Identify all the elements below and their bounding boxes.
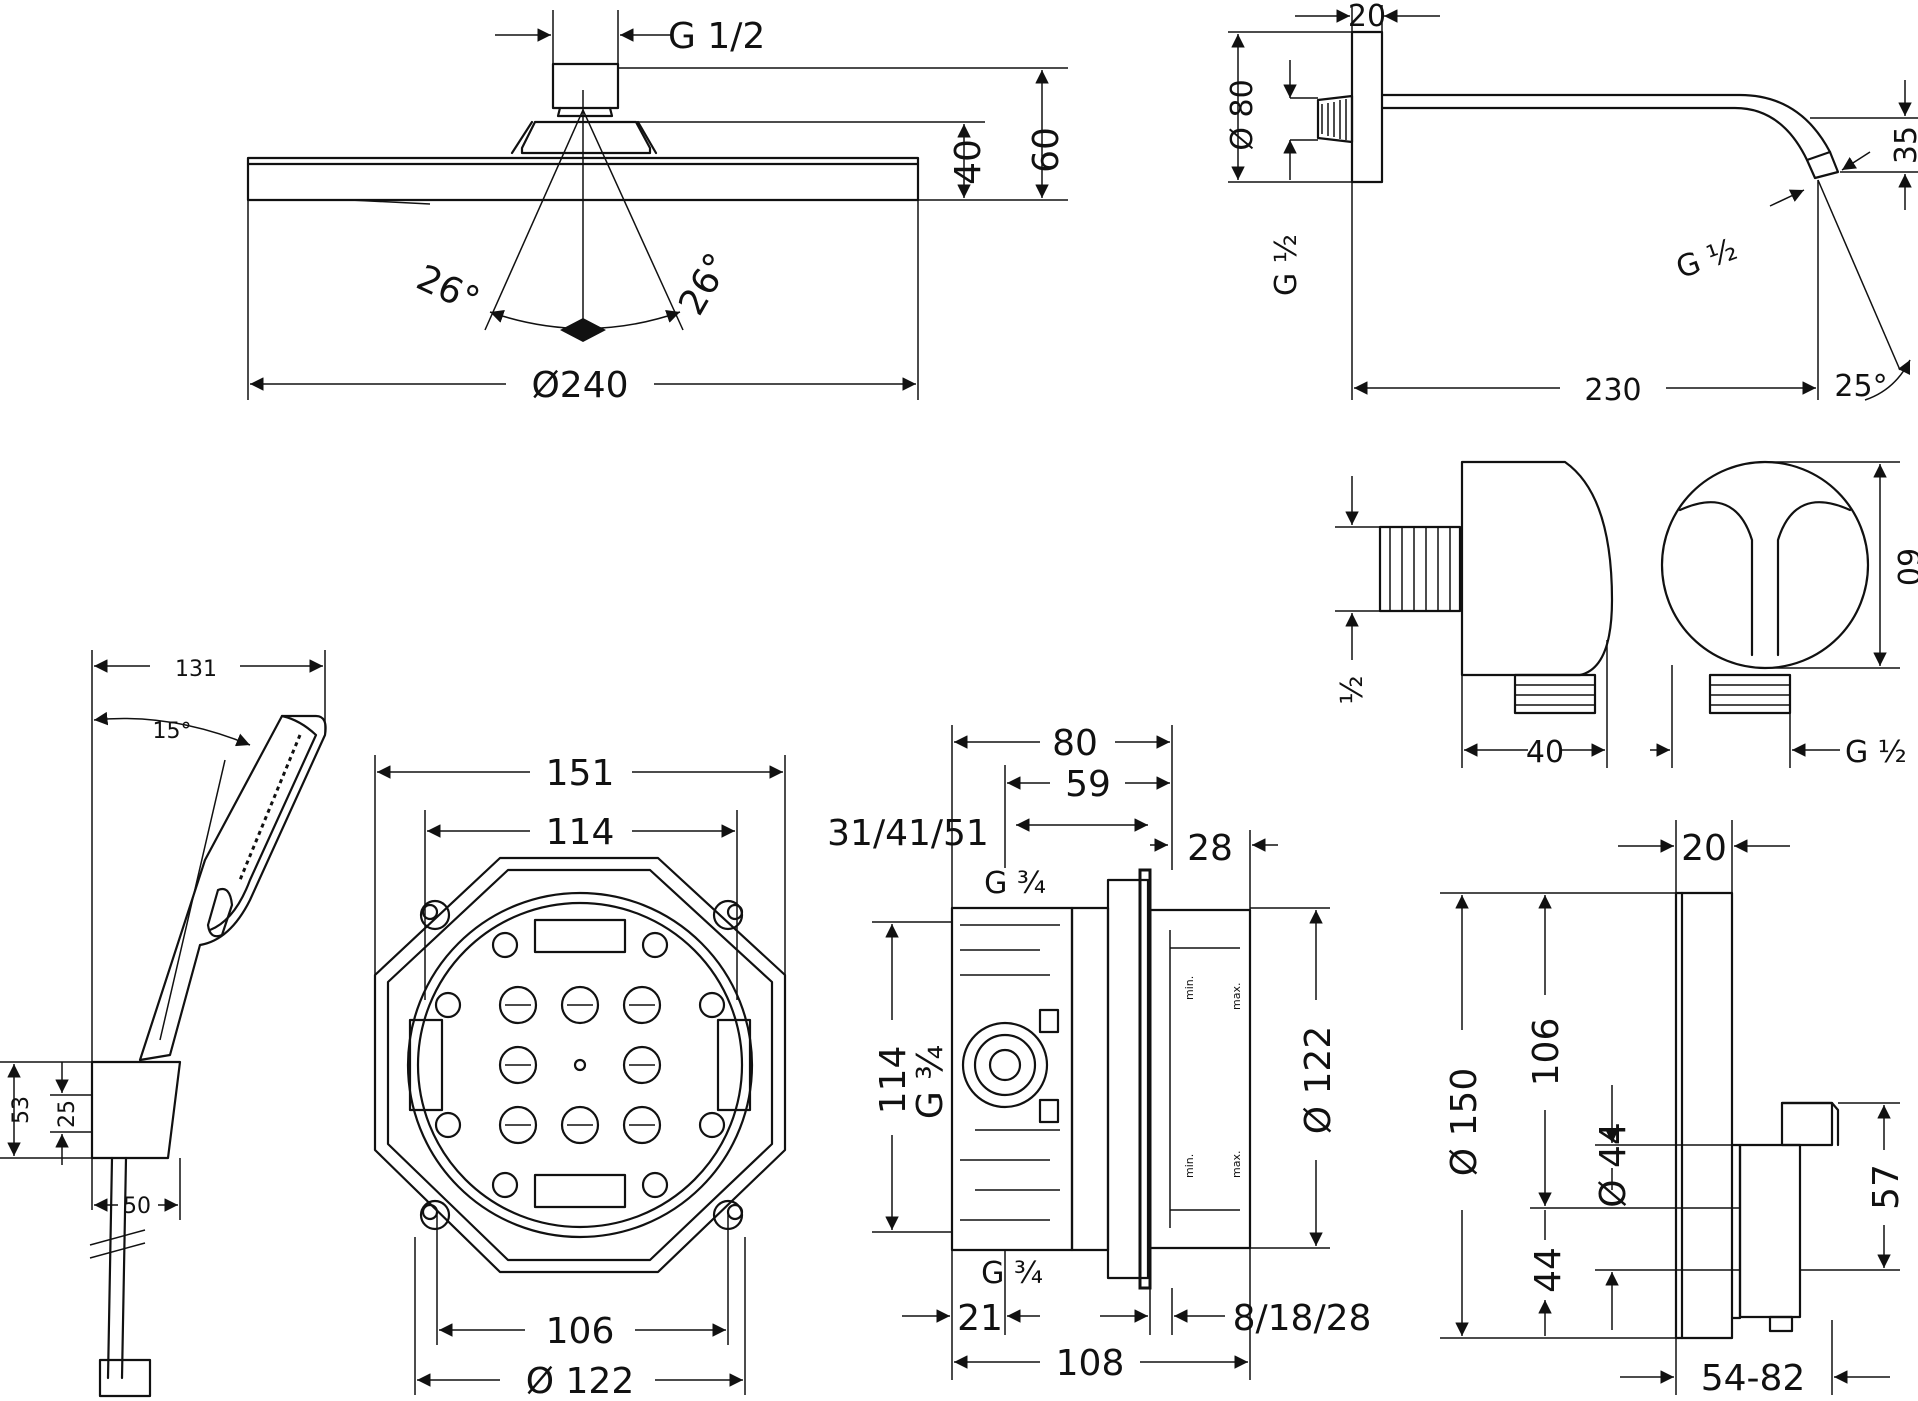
- hand-shower-hose: [106, 1156, 128, 1380]
- overhead-angle-left-label: 26°: [410, 258, 485, 322]
- arm-inlet-thread: [1316, 94, 1354, 144]
- basic-set-side-view: min. max. min. max. G ¾ G ¾ G ¾ 80 59 31…: [827, 723, 1371, 1384]
- hand-shower-angle-label: 15°: [153, 719, 192, 744]
- outlet-body-side: [1460, 460, 1614, 677]
- hand-shower-holder-height-label: 53: [9, 1096, 34, 1124]
- basic-front-bottom-diameter-label: Ø 122: [526, 1361, 635, 1401]
- basic-side-min-bottom: min.: [1183, 1154, 1196, 1178]
- hand-shower-holder-inner-label: 25: [55, 1100, 80, 1128]
- overhead-height-total-label: 60: [1026, 127, 1067, 173]
- arm-flange: [1350, 30, 1384, 184]
- outlet-height-label: 60: [1890, 548, 1918, 586]
- basic-side-port: [961, 1021, 1049, 1109]
- thermostat-upper-label: 106: [1526, 1018, 1567, 1087]
- basic-set-octagon: [373, 856, 787, 1274]
- hose-nut: [98, 1358, 152, 1398]
- thermostat-knob-base: [1730, 1143, 1742, 1320]
- outlet-front-thread: [1708, 673, 1792, 715]
- basic-side-diameter-label: Ø 122: [1298, 1026, 1339, 1135]
- thermostat-knob-offset-label: 44: [1528, 1247, 1569, 1293]
- outlet-inlet-thread-label: ½: [1335, 675, 1370, 704]
- arm-inlet-thread-label: G ½: [1269, 234, 1304, 296]
- arm-flange-diameter-label: Ø 80: [1225, 79, 1260, 150]
- basic-side-plate-label: 28: [1187, 828, 1233, 869]
- outlet-depth-label: 40: [1526, 735, 1564, 770]
- basic-side-width-label: 80: [1052, 723, 1098, 764]
- basic-set-ring: [406, 891, 754, 1239]
- basic-side-thread-top: G ¾: [984, 866, 1046, 901]
- basic-front-bottom-width-label: 106: [546, 1311, 615, 1352]
- arm-outlet-thread-label: G ½: [1672, 232, 1742, 286]
- thermostat-knob-diameter-label: Ø 44: [1593, 1122, 1634, 1208]
- outlet-front-thread-label: G ½: [1845, 735, 1907, 770]
- thermostat-view: 20 Ø 150 106 44 Ø 44 57 54-82: [1440, 820, 1907, 1399]
- arm-angle-label: 25°: [1834, 369, 1887, 404]
- arm-tube: [1380, 93, 1832, 162]
- overhead-thread-label: G 1/2: [668, 16, 765, 57]
- thermostat-knob: [1738, 1143, 1802, 1319]
- overhead-angle-right-label: 26°: [671, 246, 738, 322]
- hand-shower-holder-width-label: 50: [123, 1194, 151, 1219]
- thermostat-projection-label: 54-82: [1701, 1358, 1806, 1399]
- basic-side-inner-label: 59: [1065, 764, 1111, 805]
- basic-side-max-top: max.: [1230, 983, 1243, 1010]
- shower-arm-view: 20 Ø 80 G ½ 230 35 G ½ 25°: [1225, 0, 1918, 408]
- overhead-height-body-label: 40: [948, 139, 989, 185]
- basic-side-adjust-label: 31/41/51: [827, 813, 989, 854]
- basic-set-front-view: 151 114 106 Ø 122: [373, 753, 787, 1401]
- basic-side-thread-bottom: G ¾: [981, 1256, 1043, 1291]
- hand-shower-view: 131 15° 53 25 50: [0, 650, 327, 1398]
- thermostat-plate: [1674, 891, 1734, 1340]
- hand-shower-holder: [90, 1060, 182, 1160]
- thermostat-knob-height-label: 57: [1866, 1164, 1907, 1210]
- basic-side-depth-left-label: 21: [957, 1298, 1003, 1339]
- outlet-body-front: [1660, 460, 1870, 670]
- arm-outlet: [1805, 150, 1840, 180]
- shower-connector: [551, 62, 620, 110]
- basic-side-cover: [1148, 908, 1252, 1250]
- arm-length-label: 230: [1584, 373, 1641, 408]
- arm-flange-depth-label: 20: [1348, 0, 1386, 34]
- hand-shower-length-label: 131: [175, 657, 217, 682]
- shower-neck: [520, 120, 652, 155]
- basic-side-thread-mid: G ¾: [910, 1045, 951, 1119]
- basic-side-total-depth-label: 108: [1056, 1343, 1125, 1384]
- basic-front-inner-width-label: 114: [546, 812, 615, 853]
- thermostat-plate-depth-label: 20: [1681, 828, 1727, 869]
- overhead-shower-view: Ø240 G 1/2 60 40 26° 26°: [246, 10, 1068, 406]
- basic-side-height-label: 114: [873, 1046, 914, 1115]
- thermostat-diameter-label: Ø 150: [1444, 1068, 1485, 1177]
- overhead-diameter-label: Ø240: [531, 365, 628, 406]
- basic-side-max-bottom: max.: [1230, 1151, 1243, 1178]
- wall-outlet-view: 40 G ½ 60 ½: [1335, 460, 1918, 770]
- basic-front-outer-width-label: 151: [546, 753, 615, 794]
- outlet-inlet-thread: [1378, 525, 1462, 613]
- outlet-hose-thread: [1513, 673, 1597, 715]
- basic-side-depth-right-label: 8/18/28: [1233, 1298, 1372, 1339]
- basic-side-min-top: min.: [1183, 976, 1196, 1000]
- hand-shower-handle: [138, 714, 327, 1062]
- arm-drop-label: 35: [1889, 126, 1918, 164]
